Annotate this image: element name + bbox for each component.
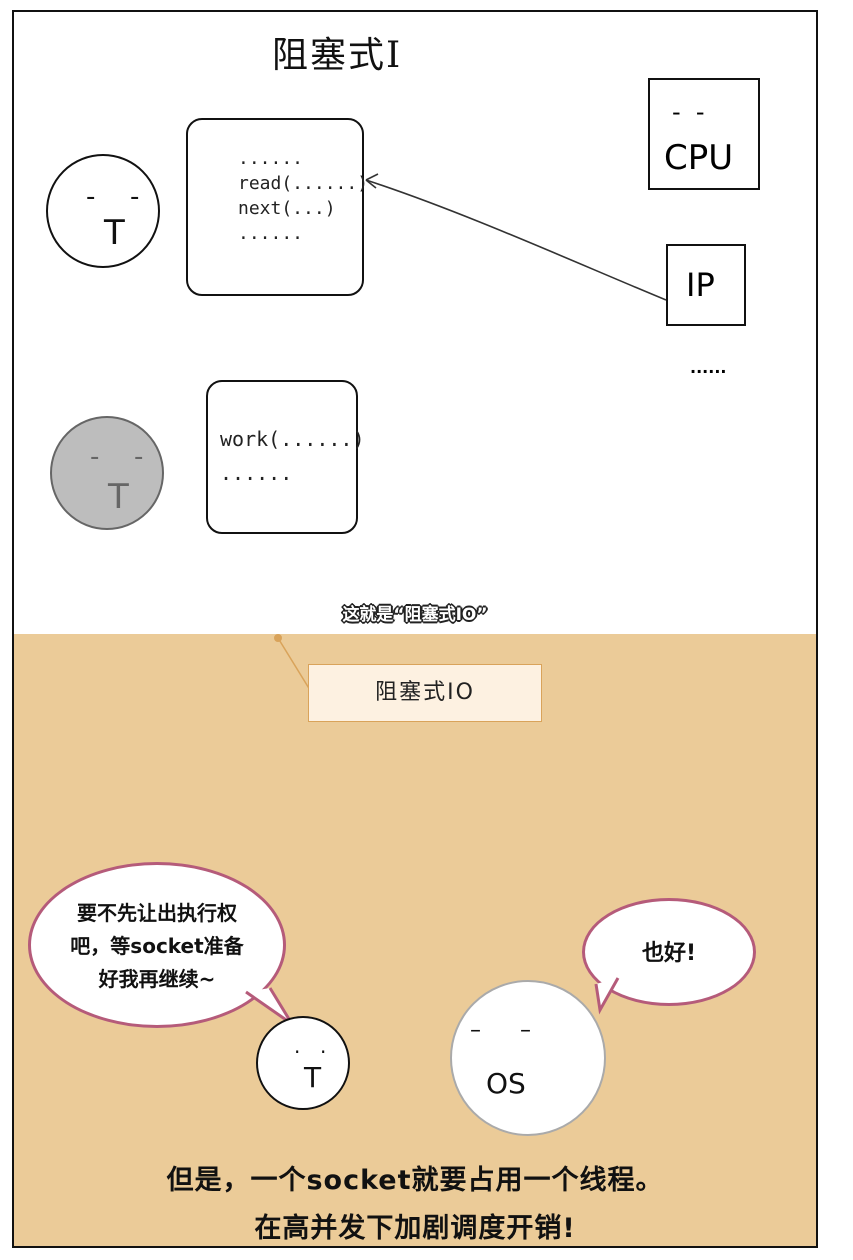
code-line: ...... — [238, 223, 304, 244]
panel-title: 阻塞式I — [272, 35, 403, 76]
top-panel: 阻塞式I - - T ...... read(......) next(...)… — [14, 12, 816, 634]
comic-frame: 阻塞式I - - T ...... read(......) next(...)… — [12, 10, 818, 1248]
face-eye-right: · — [320, 1040, 327, 1064]
bubble-line: 好我再继续~ — [98, 967, 216, 991]
face-eye-left: - — [90, 442, 100, 472]
thread-face-small: · · T — [256, 1016, 350, 1110]
face-eye-right: - — [134, 442, 144, 472]
bubble-line: 也好! — [641, 941, 697, 966]
tag-connector — [274, 634, 311, 691]
os-face: – – OS — [450, 980, 606, 1136]
face-eye-left: · — [294, 1040, 301, 1064]
narration-line-2: 在高并发下加剧调度开销! — [254, 1213, 576, 1244]
os-label: OS — [486, 1067, 526, 1100]
arrow-ip-to-read — [365, 173, 667, 301]
face-letter: T — [304, 1061, 322, 1094]
cpu-eyes: - - — [672, 98, 705, 126]
code-box-running: ...... read(......) next(...) ...... — [186, 118, 368, 296]
cpu-box: - - CPU — [648, 78, 760, 190]
code-box-waiting: work(......) ...... — [206, 380, 365, 534]
face-eye-left: - — [86, 182, 96, 212]
bubble-line: 要不先让出执行权 — [77, 901, 237, 925]
waiting-thread-face: - - T — [50, 416, 164, 530]
face-eye-left: – — [470, 1018, 481, 1043]
face-eye-right: – — [520, 1018, 531, 1043]
bubble-tail-right — [594, 977, 620, 1015]
code-line: next(...) — [238, 198, 336, 219]
code-line: work(......) — [220, 427, 365, 451]
code-line: ...... — [220, 461, 293, 485]
ip-box: IP — [666, 244, 746, 326]
video-caption: 这就是“阻塞式IO” — [342, 605, 488, 625]
face-eye-right: - — [130, 182, 140, 212]
face-letter: T — [108, 477, 129, 517]
code-line: read(......) — [238, 173, 369, 194]
ip-label: IP — [686, 266, 715, 304]
thread-speech-bubble: 要不先让出执行权 吧，等socket准备 好我再继续~ — [28, 862, 286, 1028]
topic-tag: 阻塞式IO — [308, 664, 542, 722]
code-line: ...... — [238, 148, 304, 169]
bubble-line: 吧，等socket准备 — [70, 934, 244, 958]
narration-line-1: 但是，一个socket就要占用一个线程。 — [166, 1165, 664, 1196]
cpu-label: CPU — [664, 138, 734, 178]
face-letter: T — [104, 213, 125, 253]
ellipsis-text: ...... — [690, 358, 727, 377]
thread-face: - - T — [46, 154, 160, 268]
